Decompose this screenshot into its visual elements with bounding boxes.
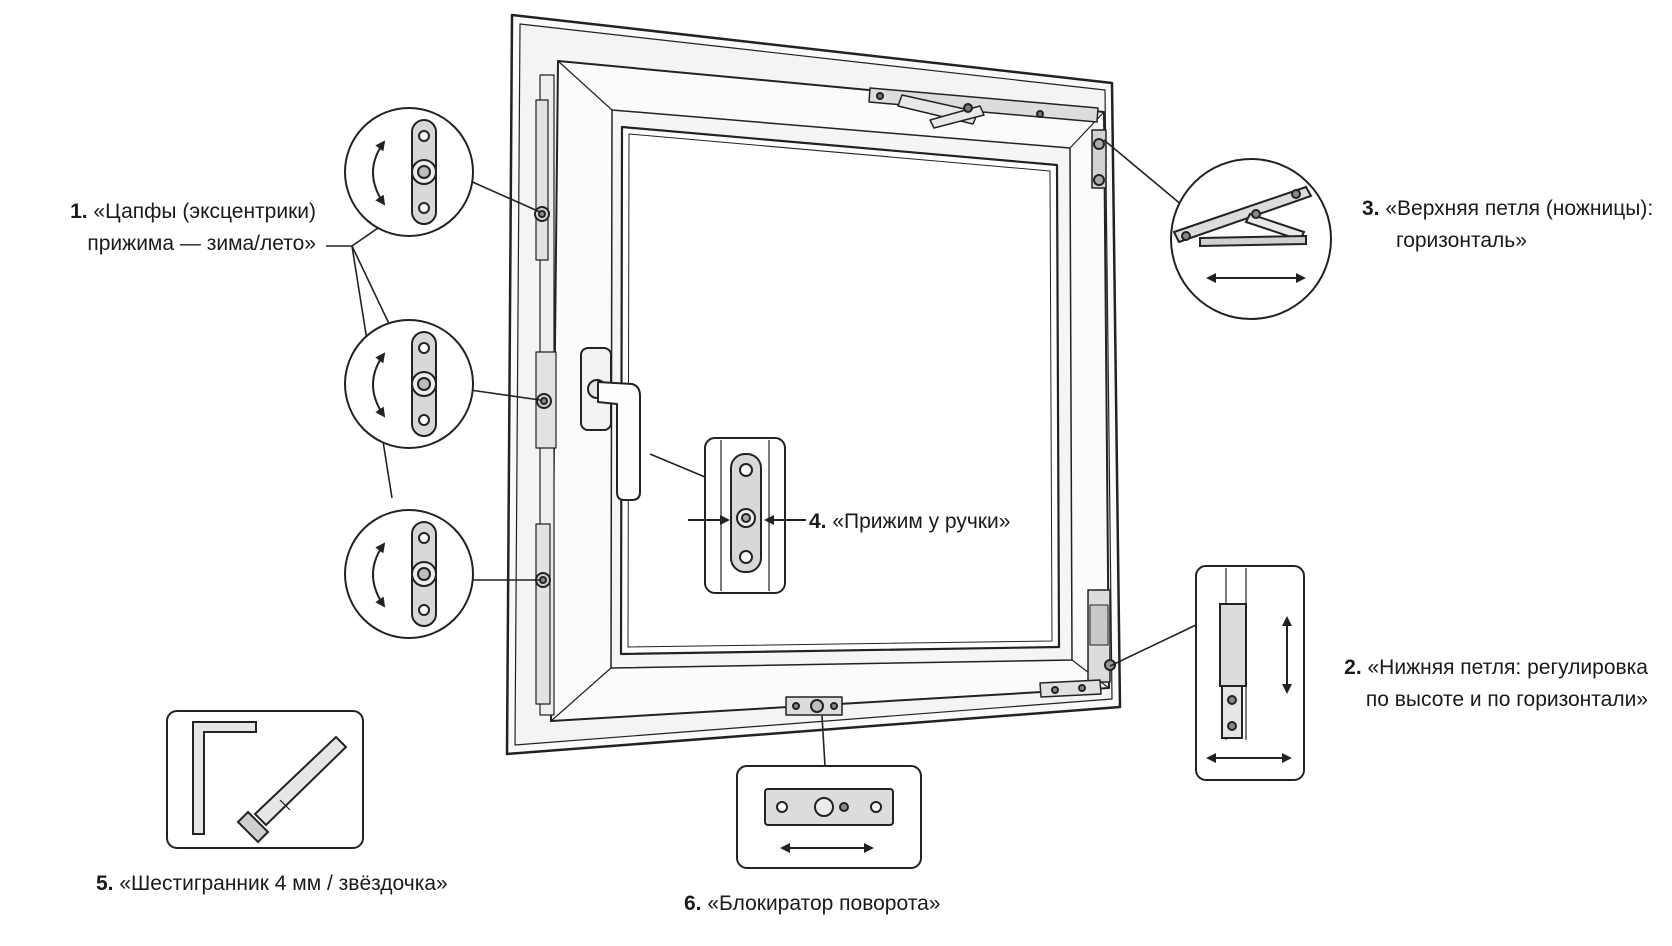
trunnions-label: 1. «Цапфы (эксцентрики) прижима — зима/л…: [0, 196, 316, 260]
turn-blocker-detail: [736, 765, 922, 869]
handle-keeper-detail: [688, 437, 806, 594]
trunnions-line1: «Цапфы (эксцентрики): [93, 200, 316, 223]
bottom-hinge-line1: «Нижняя петля: регулировка: [1367, 656, 1649, 679]
tools-line1: «Шестигранник 4 мм / звёздочка»: [119, 872, 448, 895]
handle-keeper-label: 4. «Прижим у ручки»: [809, 506, 1010, 538]
turn-blocker-line1: «Блокиратор поворота»: [707, 892, 941, 915]
window-handle: [580, 347, 641, 501]
curved-arrow-icon: [372, 140, 386, 206]
allen-key-icon: [192, 721, 257, 835]
bottom-hinge: [1039, 589, 1116, 698]
tools-detail: [166, 710, 364, 849]
tools-number: 5.: [96, 872, 114, 895]
top-hinge-line2: горизонталь»: [1396, 229, 1527, 252]
turn-blocker-label: 6. «Блокиратор поворота»: [684, 888, 940, 920]
torx-bit-icon: [236, 735, 348, 844]
top-hinge-line1: «Верхняя петля (ножницы):: [1385, 197, 1654, 220]
top-hinge-label: 3. «Верхняя петля (ножницы): горизонталь…: [1362, 193, 1653, 257]
trunnion-detail-bottom: [344, 509, 474, 639]
trunnion-bottom-on-window: [535, 523, 551, 705]
tools-label: 5. «Шестигранник 4 мм / звёздочка»: [96, 868, 448, 900]
trunnion-detail-middle: [344, 319, 474, 449]
bottom-hinge-detail: [1195, 565, 1305, 781]
bottom-hinge-label: 2. «Нижняя петля: регулировка по высоте …: [1312, 652, 1648, 716]
bottom-hinge-line2: по высоте и по горизонтали»: [1365, 688, 1648, 711]
top-scissor-hinge: [868, 87, 1107, 189]
top-hinge-detail: [1170, 158, 1332, 320]
trunnions-line2: прижима — зима/лето»: [87, 232, 316, 255]
trunnion-top-on-window: [534, 99, 550, 261]
trunnions-number: 1.: [70, 200, 88, 223]
leader-lines: [326, 139, 1197, 767]
handle-keeper-number: 4.: [809, 510, 827, 533]
turn-blocker-number: 6.: [684, 892, 702, 915]
bottom-hinge-number: 2.: [1344, 656, 1362, 679]
curved-arrow-icon: [372, 542, 386, 608]
trunnion-detail-top: [344, 107, 474, 237]
curved-arrow-icon: [372, 352, 386, 418]
handle-keeper-line1: «Прижим у ручки»: [832, 510, 1011, 533]
top-hinge-number: 3.: [1362, 197, 1380, 220]
turn-blocker-on-window: [785, 696, 843, 716]
trunnion-middle-on-window: [535, 351, 557, 449]
